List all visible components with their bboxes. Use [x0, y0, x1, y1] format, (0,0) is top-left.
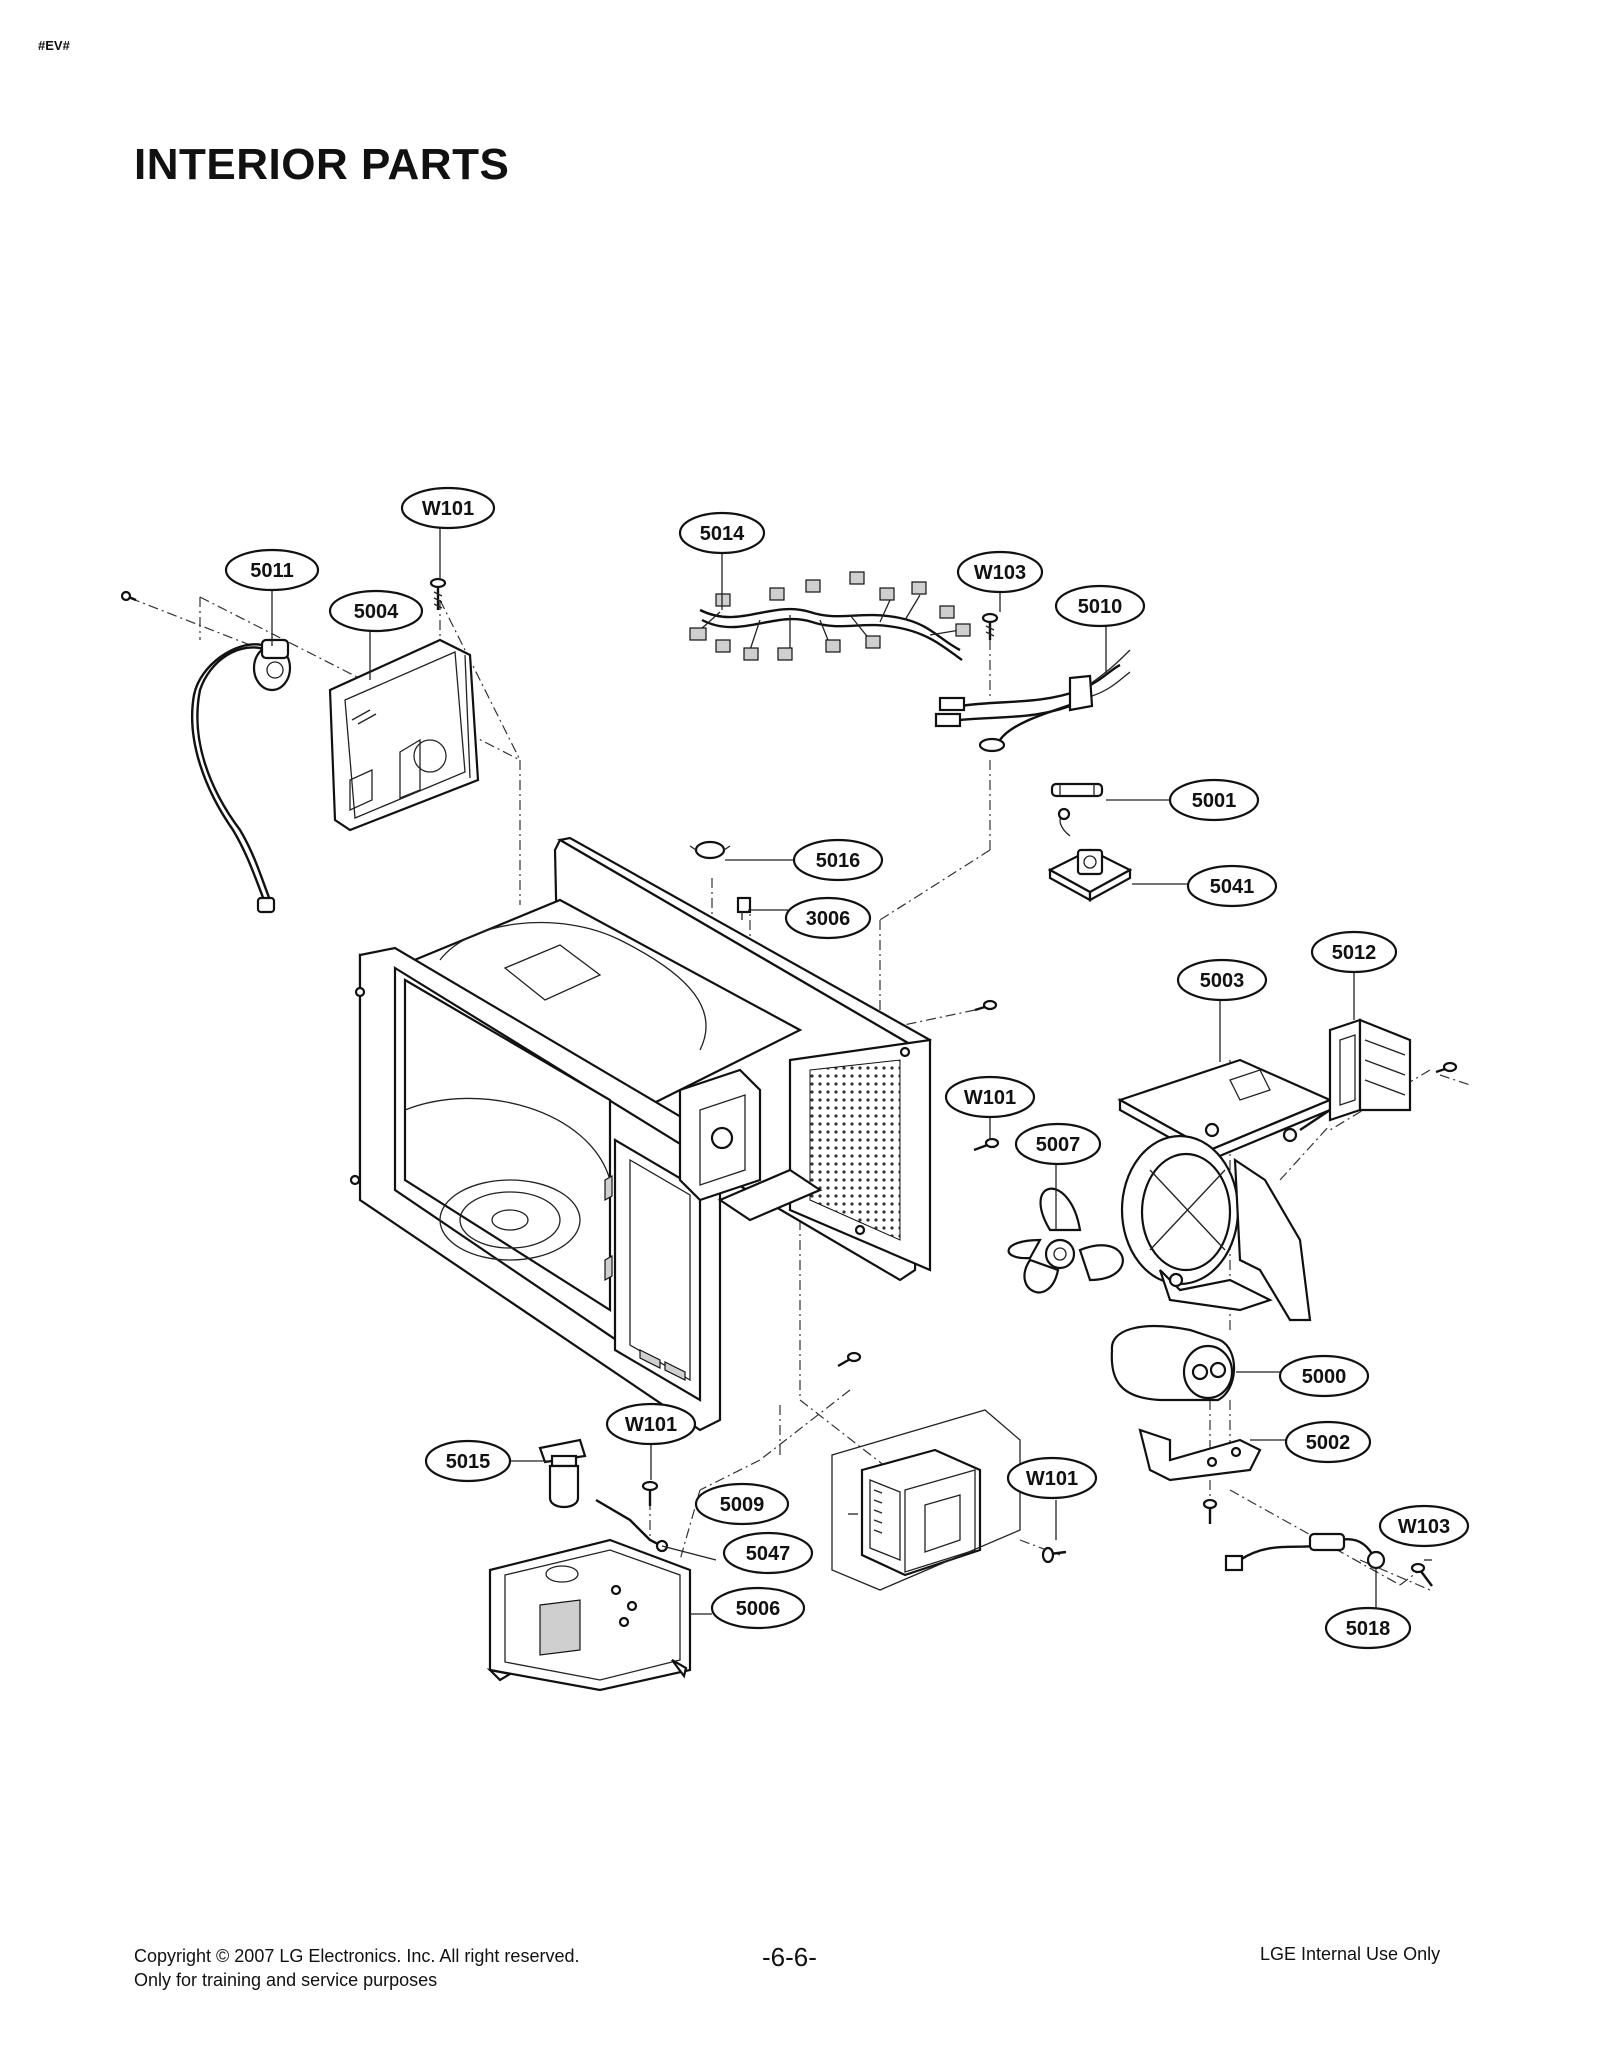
document-tag: #EV# — [38, 38, 70, 53]
part-5003-drawing — [1117, 1058, 1333, 1322]
page-title: INTERIOR PARTS — [134, 140, 510, 189]
callout-leaders — [271, 525, 1432, 1615]
footer-internal-notice: LGE Internal Use Only — [1260, 1944, 1441, 1964]
part-5011-drawing — [120, 590, 292, 914]
callout-5016: 5016 — [792, 838, 884, 882]
part-5001-drawing — [1050, 782, 1104, 798]
svg-text:5009: 5009 — [720, 1494, 765, 1516]
part-5041-drawing — [1047, 807, 1133, 902]
part-3006-drawing — [736, 896, 752, 920]
svg-text:W101: W101 — [1026, 1468, 1078, 1490]
screw-w101-middle — [973, 1137, 1000, 1152]
svg-text:5007: 5007 — [1036, 1134, 1081, 1156]
callout-w101-a: W101 — [400, 486, 496, 530]
screw-w103-top — [981, 612, 999, 640]
svg-text:5041: 5041 — [1210, 876, 1255, 898]
svg-text:3006: 3006 — [806, 908, 851, 930]
callout-5014: 5014 — [678, 511, 766, 555]
callout-w101-d: W101 — [1006, 1456, 1098, 1500]
part-5012-drawing — [1299, 1018, 1458, 1131]
svg-text:5000: 5000 — [1302, 1366, 1347, 1388]
part-5014-drawing — [689, 571, 971, 661]
svg-text:W101: W101 — [964, 1087, 1016, 1109]
footer-copyright: Copyright © 2007 LG Electronics. Inc. Al… — [134, 1946, 580, 1966]
svg-text:5006: 5006 — [736, 1598, 781, 1620]
svg-text:5015: 5015 — [446, 1451, 491, 1473]
callout-5012: 5012 — [1310, 930, 1398, 974]
footer-purpose: Only for training and service purposes — [134, 1970, 438, 1990]
part-5006-drawing — [486, 1538, 692, 1692]
part-5016-drawing — [689, 840, 731, 860]
screw-w101-5009 — [1041, 1546, 1067, 1564]
part-5007-drawing — [1007, 1187, 1124, 1294]
callout-5010: 5010 — [1054, 584, 1146, 628]
svg-text:5014: 5014 — [700, 523, 745, 545]
part-5018-drawing — [1224, 1532, 1386, 1572]
callout-5015: 5015 — [424, 1439, 512, 1483]
part-5000-drawing — [1110, 1324, 1236, 1402]
svg-text:5018: 5018 — [1346, 1618, 1391, 1640]
part-5004-drawing — [328, 638, 480, 832]
part-5010-drawing — [934, 649, 1131, 753]
callout-5002: 5002 — [1284, 1420, 1372, 1464]
callout-3006: 3006 — [784, 896, 872, 940]
part-5015-drawing — [538, 1438, 587, 1509]
callout-5018: 5018 — [1324, 1606, 1412, 1650]
part-5002-drawing — [1138, 1428, 1262, 1482]
svg-text:5010: 5010 — [1078, 596, 1123, 618]
screw-w101-lower — [837, 1351, 862, 1368]
screws-lower-right — [1202, 1498, 1433, 1587]
callout-w101-c: W101 — [605, 1402, 697, 1446]
callout-5004: 5004 — [328, 589, 424, 633]
callout-5047: 5047 — [722, 1531, 814, 1575]
svg-text:5011: 5011 — [250, 560, 293, 582]
callout-w101-b: W101 — [944, 1075, 1036, 1119]
callout-5000: 5000 — [1278, 1354, 1370, 1398]
callout-5003: 5003 — [1176, 958, 1268, 1002]
svg-text:5012: 5012 — [1332, 942, 1377, 964]
screw-w101-5015 — [641, 1480, 659, 1506]
callout-5007: 5007 — [1014, 1122, 1102, 1166]
svg-text:W101: W101 — [625, 1414, 677, 1436]
svg-text:5003: 5003 — [1200, 970, 1245, 992]
callout-5001: 5001 — [1168, 778, 1260, 822]
footer-copyright-block: Copyright © 2007 LG Electronics. Inc. Al… — [134, 1944, 579, 1992]
svg-text:5047: 5047 — [746, 1543, 791, 1565]
svg-text:5001: 5001 — [1192, 790, 1237, 812]
svg-text:W101: W101 — [422, 498, 474, 520]
svg-text:5002: 5002 — [1306, 1432, 1351, 1454]
callout-w103-a: W103 — [956, 550, 1044, 594]
svg-text:5004: 5004 — [354, 601, 399, 623]
part-5009-drawing — [831, 1409, 1021, 1591]
callout-w103-b: W103 — [1378, 1504, 1470, 1548]
callout-5041: 5041 — [1186, 864, 1278, 908]
callout-5006: 5006 — [710, 1586, 806, 1630]
svg-text:5016: 5016 — [816, 850, 861, 872]
screw-w101-top — [429, 577, 447, 610]
callout-5009: 5009 — [694, 1482, 790, 1526]
svg-text:W103: W103 — [974, 562, 1026, 584]
svg-text:W103: W103 — [1398, 1516, 1450, 1538]
main-cavity-drawing — [349, 836, 998, 1432]
page-number: -6-6- — [762, 1942, 817, 1972]
callout-5011: 5011 — [224, 548, 320, 592]
